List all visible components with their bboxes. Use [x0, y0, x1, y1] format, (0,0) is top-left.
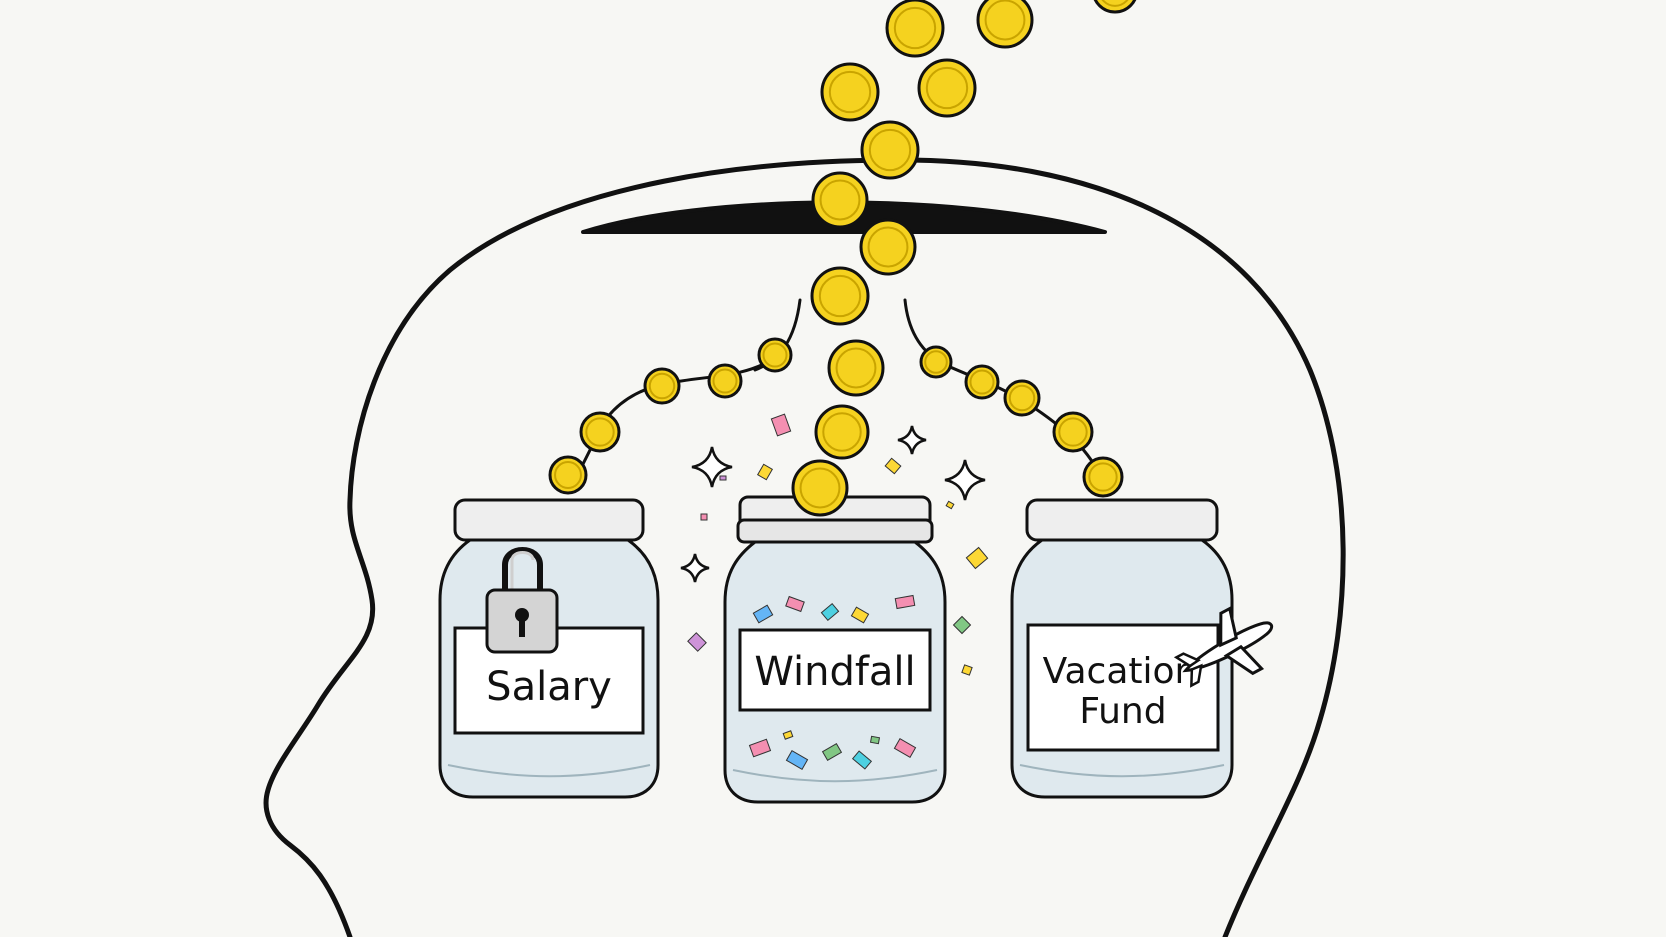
- confetti-piece: [851, 750, 873, 770]
- confetti-piece: [756, 463, 774, 481]
- coin-icon: [814, 404, 870, 460]
- jar-water-line: [732, 769, 938, 783]
- jar-label-text-line2: Fund: [1079, 691, 1166, 732]
- sparkle-icon: [691, 446, 733, 488]
- jar-label-text: Windfall: [754, 649, 915, 695]
- confetti: [748, 594, 917, 770]
- jar-vacation-fund: Vacation Fund: [1010, 498, 1274, 799]
- sparkles: [680, 425, 986, 583]
- jar-label: [738, 628, 932, 712]
- coin-icon: [811, 171, 869, 229]
- jar-lid: [1025, 498, 1219, 542]
- jar-water-line: [1019, 764, 1225, 778]
- coin-icon: [860, 120, 920, 180]
- confetti-piece: [785, 595, 805, 613]
- jar-water-line: [447, 764, 651, 778]
- confetti-outside: [687, 413, 989, 676]
- jar-label-text: Salary: [486, 664, 612, 710]
- padlock-icon: [485, 547, 559, 654]
- coin-icon: [707, 363, 743, 399]
- jar-salary: Salary: [438, 498, 660, 799]
- coin-icon: [827, 339, 885, 397]
- sparkle-icon: [944, 459, 986, 501]
- confetti-piece: [945, 500, 955, 510]
- confetti-piece: [700, 513, 708, 521]
- coin-icon: [810, 266, 870, 326]
- coins: [548, 0, 1137, 517]
- confetti-piece: [894, 594, 916, 610]
- coin-icon: [1052, 411, 1094, 453]
- coin-icon: [919, 345, 953, 379]
- jar-windfall: Windfall: [723, 495, 947, 804]
- confetti-piece: [785, 750, 809, 770]
- coin-icon: [579, 411, 621, 453]
- confetti-piece: [965, 546, 989, 570]
- jar-lid-ring: [736, 518, 934, 544]
- head-outline: [263, 157, 1346, 937]
- coin-icon: [820, 62, 880, 122]
- coin-icon: [757, 337, 793, 373]
- confetti-piece: [770, 413, 792, 437]
- confetti-piece: [719, 475, 727, 481]
- confetti-piece: [869, 735, 881, 745]
- coin-icon: [1093, 0, 1137, 14]
- confetti-piece: [687, 632, 707, 652]
- coin-icon: [964, 364, 1000, 400]
- confetti-piece: [952, 615, 972, 635]
- confetti-piece: [850, 606, 870, 624]
- airplane-icon: [1173, 606, 1274, 688]
- sparkle-icon: [680, 553, 710, 583]
- confetti-piece: [893, 738, 917, 758]
- jar-lid: [453, 498, 645, 542]
- coin-icon: [791, 459, 849, 517]
- jar-label-text-line1: Vacation: [1043, 651, 1198, 692]
- coin-icon: [1082, 456, 1124, 498]
- coin-icon: [885, 0, 945, 58]
- confetti-piece: [782, 730, 794, 740]
- confetti-piece: [884, 457, 902, 475]
- confetti-piece: [821, 742, 843, 762]
- coin-icon: [859, 218, 917, 276]
- coin-icon: [917, 58, 977, 118]
- confetti-piece: [820, 602, 840, 622]
- coin-icon: [976, 0, 1034, 49]
- coin-icon: [1003, 379, 1041, 417]
- confetti-piece: [752, 604, 774, 624]
- jar-label: [1026, 623, 1220, 752]
- coin-icon: [643, 367, 681, 405]
- confetti-piece: [961, 664, 973, 676]
- confetti-piece: [748, 738, 772, 758]
- coin-icon: [548, 455, 588, 495]
- sparkle-icon: [897, 425, 927, 455]
